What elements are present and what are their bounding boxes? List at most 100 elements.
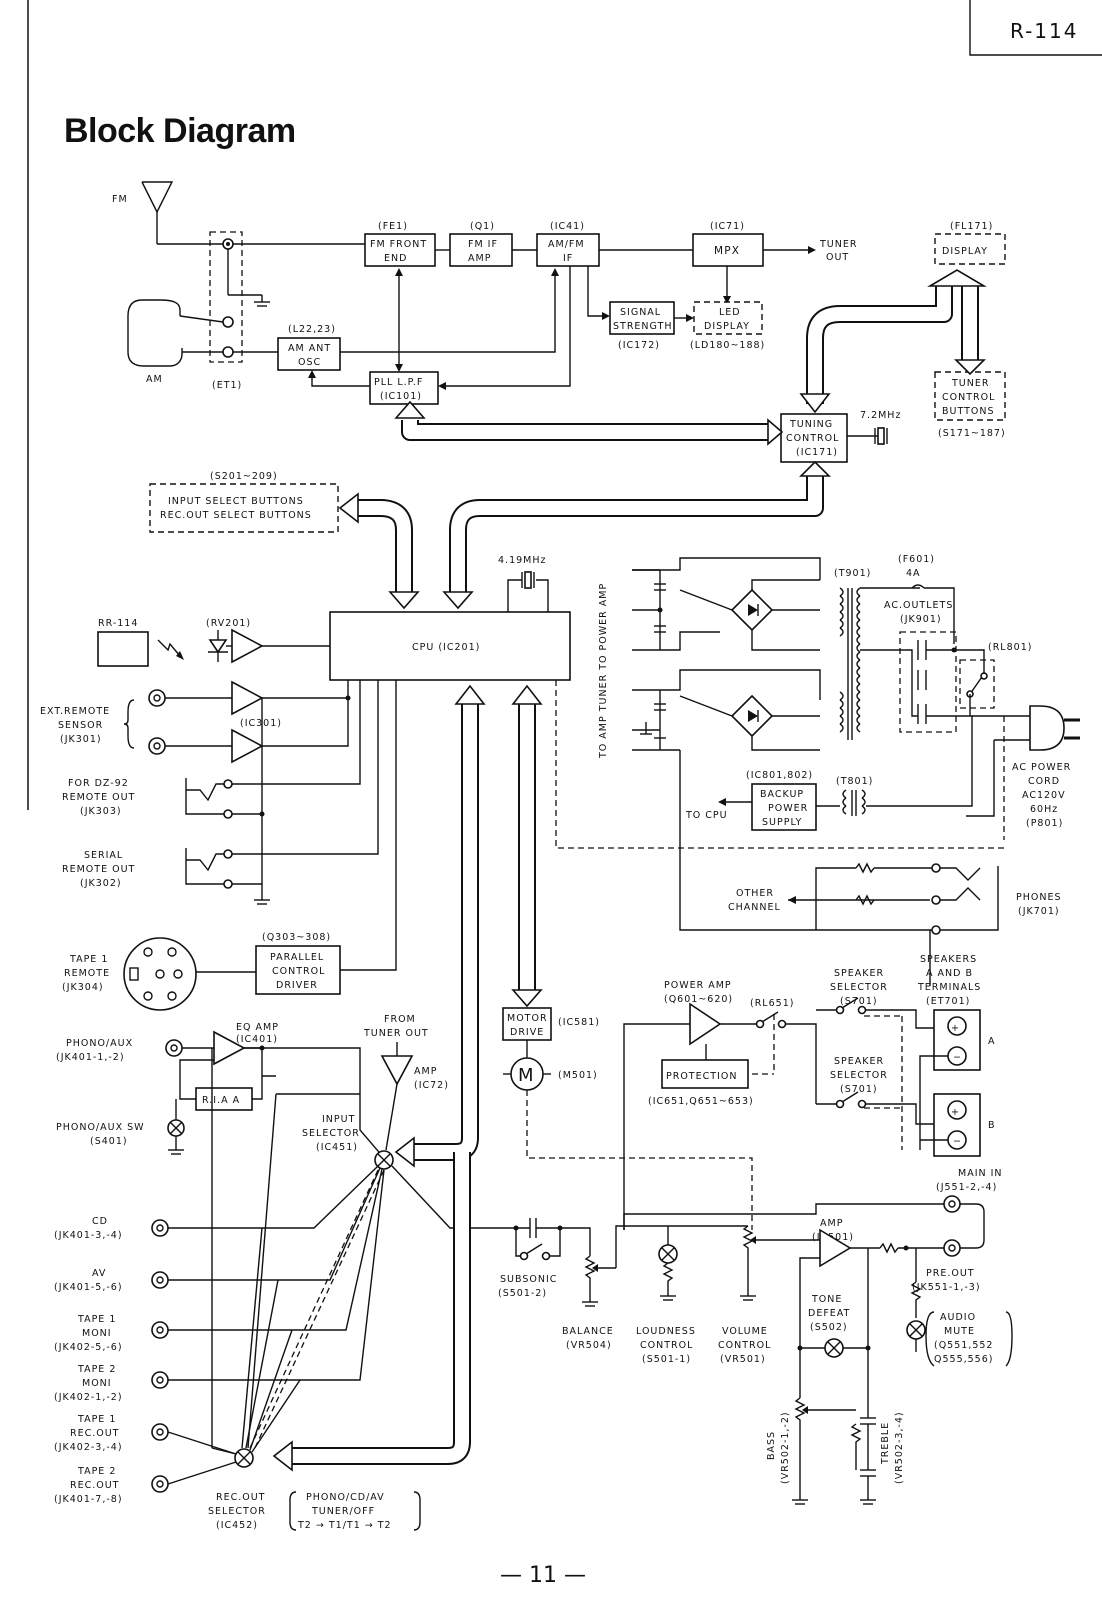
svg-text:(S502): (S502) — [810, 1322, 848, 1333]
svg-text:REC.OUT: REC.OUT — [70, 1428, 120, 1439]
svg-text:IF: IF — [563, 253, 573, 264]
svg-text:(Q1): (Q1) — [470, 221, 495, 232]
svg-text:TAPE 1: TAPE 1 — [69, 954, 108, 965]
tuner-out-label: TUNER — [819, 239, 857, 250]
preamp-chain: SUBSONIC (S501-2) BALANCE (VR504) LOUDNE… — [498, 1168, 1013, 1367]
svg-text:CONTROL: CONTROL — [786, 433, 839, 444]
svg-text:MPX: MPX — [714, 245, 740, 257]
svg-text:DRIVE: DRIVE — [510, 1027, 544, 1038]
svg-text:FROM: FROM — [384, 1014, 416, 1025]
svg-text:RR-114: RR-114 — [98, 618, 138, 629]
svg-text:AMP: AMP — [414, 1066, 437, 1077]
phones-output: OTHER CHANNEL PHONES (JK701) — [728, 862, 1062, 935]
svg-text:SPEAKER: SPEAKER — [834, 1056, 884, 1067]
svg-text:SERIAL: SERIAL — [84, 850, 123, 861]
svg-text:SELECTOR: SELECTOR — [830, 982, 888, 993]
svg-text:(FL171): (FL171) — [950, 221, 993, 232]
tuning-control-block: TUNING CONTROL (IC171) 7.2MHz — [780, 410, 901, 463]
svg-text:STRENGTH: STRENGTH — [613, 321, 673, 332]
svg-text:(RL651): (RL651) — [750, 998, 794, 1009]
svg-text:FM IF: FM IF — [468, 239, 498, 250]
svg-text:AM: AM — [146, 374, 163, 385]
svg-text:A AND B: A AND B — [926, 968, 973, 979]
svg-text:(IC801,802): (IC801,802) — [746, 770, 813, 781]
fm-antenna: FM — [112, 181, 174, 244]
svg-text:(P801): (P801) — [1026, 818, 1063, 829]
header-frame — [969, 0, 1102, 56]
et1-terminal-box — [209, 231, 243, 363]
svg-text:(S401): (S401) — [90, 1136, 128, 1147]
svg-text:T2 → T1/T1 → T2: T2 → T1/T1 → T2 — [297, 1520, 392, 1531]
svg-text:(JK401-1,-2): (JK401-1,-2) — [56, 1052, 125, 1063]
svg-text:(IC451): (IC451) — [316, 1142, 358, 1153]
svg-text:EQ AMP: EQ AMP — [236, 1022, 279, 1033]
svg-text:(IC452): (IC452) — [216, 1520, 258, 1531]
svg-text:CONTROL: CONTROL — [272, 966, 325, 977]
svg-text:(RL801): (RL801) — [988, 642, 1032, 653]
svg-text:MONI: MONI — [82, 1378, 112, 1389]
svg-text:MONI: MONI — [82, 1328, 112, 1339]
signal-strength-block: SIGNAL STRENGTH (IC172) — [609, 301, 675, 351]
svg-text:CD: CD — [92, 1216, 108, 1227]
svg-text:AMP: AMP — [468, 253, 491, 264]
svg-text:(VR502-3,-4): (VR502-3,-4) — [894, 1411, 905, 1484]
svg-text:PROTECTION: PROTECTION — [666, 1071, 737, 1082]
mpx-block: (IC71) MPX — [692, 221, 764, 267]
svg-text:(IC171): (IC171) — [796, 447, 838, 458]
speaker-selectors: SPEAKER SELECTOR (S701) SPEAKER SELECTOR… — [816, 930, 934, 1150]
svg-text:(JK401-5,-6): (JK401-5,-6) — [54, 1282, 123, 1293]
tape1-remote: TAPE 1 REMOTE (JK304) — [62, 937, 197, 1011]
tuner-control-buttons-block: TUNER CONTROL BUTTONS (S171~187) — [934, 371, 1006, 439]
bus-arrows-tuner — [338, 269, 987, 610]
svg-text:(Q303~308): (Q303~308) — [262, 932, 331, 943]
svg-text:TAPE 2: TAPE 2 — [77, 1466, 116, 1477]
rec-out-selector: REC.OUT SELECTOR (IC452) PHONO/CD/AV TUN… — [208, 1048, 421, 1531]
relay-rl801: (RL801) AC POWER CORD AC120V 60Hz (P801) — [866, 642, 1080, 840]
svg-text:(F601): (F601) — [898, 554, 935, 565]
svg-text:4.19MHz: 4.19MHz — [498, 555, 546, 566]
svg-text:(JK551-1,-3): (JK551-1,-3) — [912, 1282, 981, 1293]
svg-text:FM FRONT: FM FRONT — [370, 239, 427, 250]
svg-text:CORD: CORD — [1028, 776, 1060, 787]
svg-text:TUNER OUT: TUNER OUT — [363, 1028, 429, 1039]
svg-text:FOR DZ-92: FOR DZ-92 — [68, 778, 129, 789]
svg-text:(RV201): (RV201) — [206, 618, 251, 629]
svg-text:(JK401-7,-8): (JK401-7,-8) — [54, 1494, 123, 1505]
am-ant-osc-block: (L22,23) AM ANT OSC — [277, 324, 341, 371]
ext-remote-sensor: (IC301) EXT.REMOTE SENSOR (JK301) — [40, 680, 351, 764]
svg-text:PHONO/AUX SW: PHONO/AUX SW — [56, 1122, 145, 1133]
svg-text:(IC72): (IC72) — [414, 1080, 449, 1091]
backup-power-supply: (IC801,802) BACKUP POWER SUPPLY TO CPU (… — [685, 770, 872, 831]
svg-text:(VR502-1,-2): (VR502-1,-2) — [780, 1411, 791, 1484]
svg-text:7.2MHz: 7.2MHz — [860, 410, 901, 421]
svg-text:TAPE 1: TAPE 1 — [77, 1314, 116, 1325]
serial-remote-out: SERIAL REMOTE OUT (JK302) — [62, 680, 379, 905]
speakers-terminals: SPEAKERS A AND B TERMINALS (ET701) + − A… — [917, 954, 996, 1157]
svg-text:INPUT SELECT BUTTONS: INPUT SELECT BUTTONS — [168, 496, 304, 507]
svg-text:SIGNAL: SIGNAL — [620, 307, 661, 318]
svg-text:(S501-2): (S501-2) — [498, 1288, 547, 1299]
svg-text:DISPLAY: DISPLAY — [704, 321, 750, 332]
svg-text:(JK402-5,-6): (JK402-5,-6) — [54, 1342, 123, 1353]
input-selector: INPUT SELECTOR (IC451) — [302, 1114, 500, 1229]
svg-text:TO CPU: TO CPU — [685, 810, 728, 821]
rr114-remote: RR-114 (RV201) — [97, 618, 330, 667]
model-number: R-114 — [1010, 19, 1078, 43]
svg-text:(S501-1): (S501-1) — [642, 1354, 691, 1365]
svg-text:(JK701): (JK701) — [1018, 906, 1060, 917]
svg-text:(M501): (M501) — [558, 1070, 598, 1081]
bus-arrows-selector — [272, 684, 543, 1472]
svg-text:60Hz: 60Hz — [1030, 804, 1058, 815]
led-display-block: LED DISPLAY (LD180~188) — [690, 301, 764, 351]
input-select-buttons-block: (S201~209) INPUT SELECT BUTTONS REC.OUT … — [149, 471, 339, 533]
svg-text:SELECTOR: SELECTOR — [830, 1070, 888, 1081]
svg-text:PHONES: PHONES — [1016, 892, 1062, 903]
svg-text:PRE.OUT: PRE.OUT — [926, 1268, 975, 1279]
svg-text:(T901): (T901) — [834, 568, 871, 579]
svg-text:PHONO/CD/AV: PHONO/CD/AV — [306, 1492, 385, 1503]
svg-text:(S701): (S701) — [840, 1084, 878, 1095]
svg-text:(S171~187): (S171~187) — [938, 428, 1006, 439]
svg-text:POWER AMP: POWER AMP — [664, 980, 732, 991]
svg-text:(S701): (S701) — [840, 996, 878, 1007]
svg-text:A: A — [988, 1036, 996, 1047]
